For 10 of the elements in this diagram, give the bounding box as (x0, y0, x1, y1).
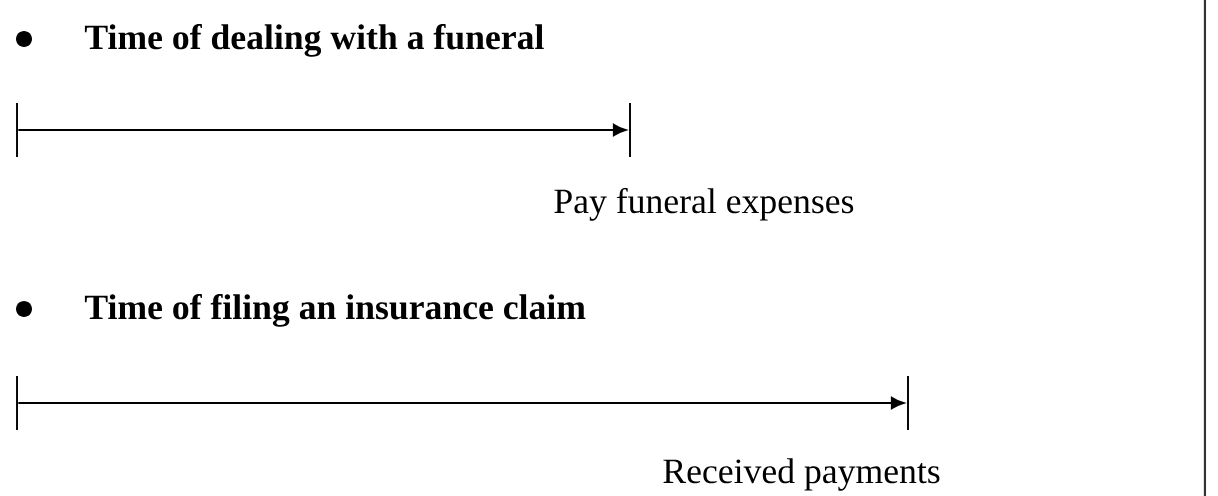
section-heading: Time of dealing with a funeral (84, 23, 544, 57)
event-label: Received payments (663, 458, 940, 491)
tick-mark (907, 376, 909, 430)
section-heading: Time of filing an insurance claim (84, 293, 586, 327)
tick-mark (629, 103, 631, 157)
timeline-arrow (17, 396, 905, 410)
event-label: Pay funeral expenses (554, 187, 854, 221)
tick-mark (16, 376, 18, 430)
timeline-arrow (17, 123, 627, 137)
tick-mark (16, 103, 18, 157)
